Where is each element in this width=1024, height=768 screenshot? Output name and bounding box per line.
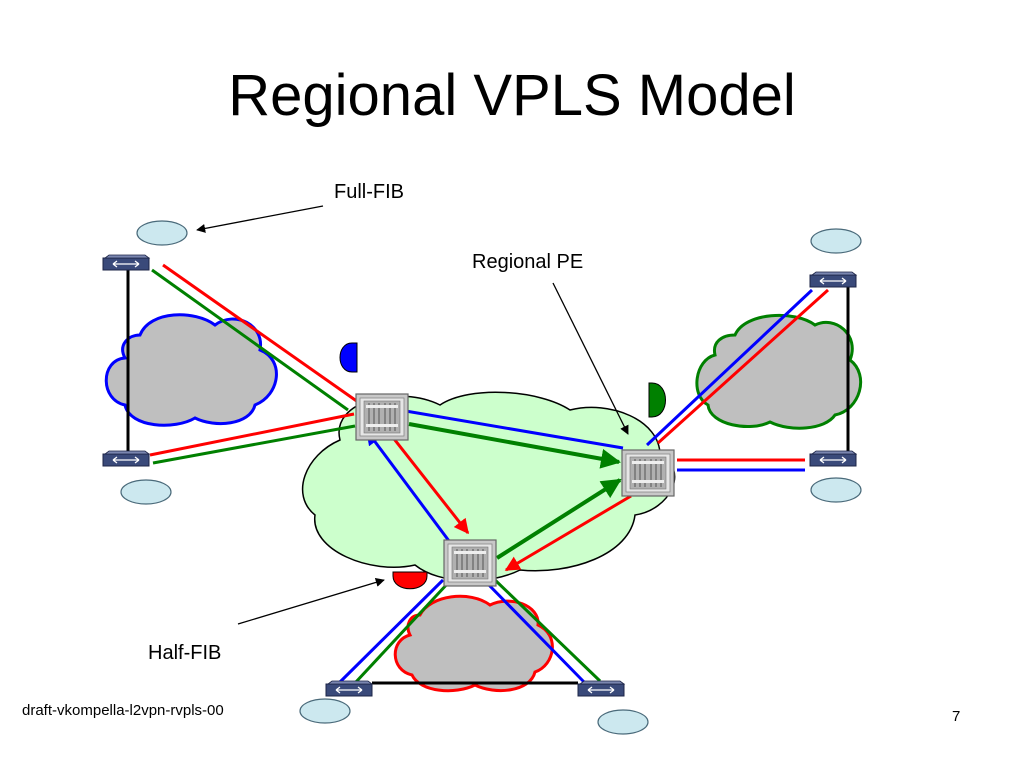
switch-icon: [325, 680, 373, 697]
ellipse-site-icon: [810, 228, 862, 254]
ellipse-site-icon: [136, 220, 188, 246]
page-number: 7: [952, 708, 961, 725]
switch-icon: [577, 680, 625, 697]
half-disc-icon: [392, 571, 428, 590]
half-fib-label: Half-FIB: [148, 642, 222, 664]
switch-icon: [809, 271, 857, 288]
ellipse-site-icon: [810, 477, 862, 503]
ellipse-site-icon: [299, 698, 351, 724]
right-access-cloud: [695, 313, 863, 430]
half-disc-icon: [648, 382, 666, 418]
left-access-cloud: [104, 313, 278, 427]
switch-icon: [102, 254, 150, 271]
slide-title: Regional VPLS Model: [228, 63, 796, 128]
regional-pe-label: Regional PE: [472, 251, 584, 273]
footer-draft-name: draft-vkompella-l2vpn-rvpls-00: [22, 702, 224, 719]
router-chassis-icon: [443, 539, 497, 587]
ellipse-site-icon: [120, 479, 172, 505]
ellipse-site-icon: [597, 709, 649, 735]
full-fib-label: Full-FIB: [334, 181, 404, 203]
switch-icon: [102, 450, 150, 467]
router-chassis-icon: [355, 393, 409, 441]
half-disc-icon: [339, 342, 358, 373]
bottom-access-cloud: [393, 594, 554, 693]
switch-icon: [809, 450, 857, 467]
router-chassis-icon: [621, 449, 675, 497]
